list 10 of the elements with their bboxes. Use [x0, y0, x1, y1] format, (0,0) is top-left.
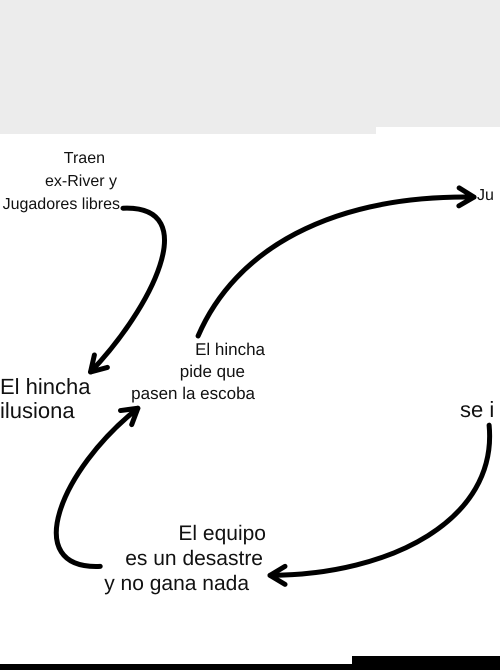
step-text: Traen ex-River y Jugadores libres [2, 147, 120, 217]
curved-arrow [54, 406, 140, 569]
step-text: El equipo es un desastre y no gana nada [104, 521, 266, 597]
curved-arrow [268, 422, 492, 586]
curved-arrow [196, 186, 476, 338]
curved-arrow [88, 206, 167, 374]
text-fragment: Ju [477, 187, 494, 206]
text-fragment: se i [460, 398, 494, 422]
step-text: El hincha pide que pasen la escoba [131, 339, 265, 406]
step-text: El hincha ilusiona [0, 375, 91, 424]
